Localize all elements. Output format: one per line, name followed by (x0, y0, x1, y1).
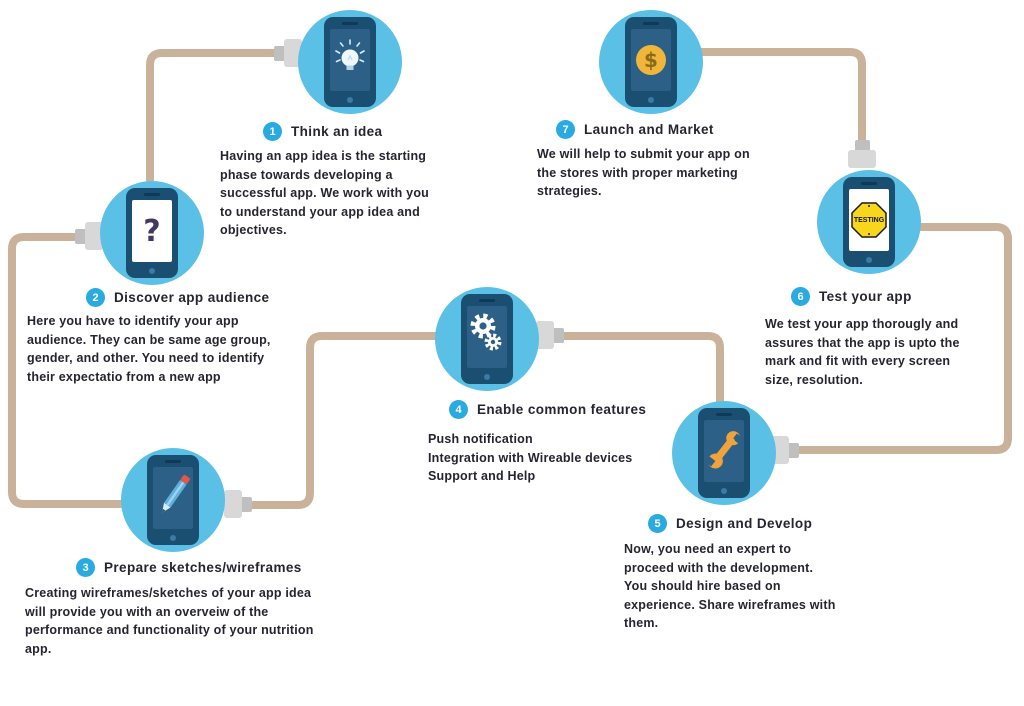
phone-home-button (149, 268, 155, 274)
testing-sign-phone-icon: TESTING (843, 177, 895, 267)
step2-description: Here you have to identify your app audie… (27, 314, 271, 384)
plug-step6 (848, 140, 876, 168)
gears-phone-icon (461, 294, 513, 384)
step3-circle (121, 448, 225, 552)
dollar-coin-phone-icon: $ (625, 17, 677, 107)
phone-home-button (648, 97, 654, 103)
step3-title: Prepare sketches/wireframes (104, 560, 302, 575)
step2-title: Discover app audience (114, 290, 270, 305)
step5-description: Now, you need an expert to proceed with … (624, 542, 836, 630)
phone-speaker (144, 193, 160, 196)
phone-speaker (643, 22, 659, 25)
phone-home-button (170, 535, 176, 541)
cable-plugs (75, 39, 876, 518)
step2-circle: ? (100, 181, 204, 285)
plug-step3 (224, 490, 252, 518)
dollar-sign: $ (644, 48, 658, 72)
step3-number-badge: 3 (76, 558, 95, 577)
dollar-coin-icon: $ (636, 45, 666, 75)
phone-speaker (861, 182, 877, 185)
step6-title: Test your app (819, 289, 912, 304)
step2-number-badge: 2 (86, 288, 105, 307)
lightbulb-phone-icon (324, 17, 376, 107)
step4-number-badge: 4 (449, 400, 468, 419)
step5-number-badge: 5 (648, 514, 667, 533)
plug-step1 (274, 39, 302, 67)
question-mark-phone-icon: ? (126, 188, 178, 278)
step7-number-badge: 7 (556, 120, 575, 139)
question-mark-icon: ? (143, 214, 161, 249)
step7-title: Launch and Market (584, 122, 714, 137)
phone-home-button (347, 97, 353, 103)
step1-number-badge: 1 (263, 122, 282, 141)
step5-title: Design and Develop (676, 516, 813, 531)
phone-home-button (484, 374, 490, 380)
gears-icon (470, 313, 502, 351)
testing-sign-label: TESTING (853, 217, 885, 224)
step1-title: Think an idea (291, 124, 383, 139)
phone-home-button (721, 488, 727, 494)
step4-description: Push notification Integration with Wirea… (428, 432, 633, 483)
lightbulb-icon (335, 39, 365, 70)
testing-octagon-icon (851, 202, 887, 238)
step4-title: Enable common features (477, 402, 647, 417)
cable-2-to-3 (7, 233, 132, 508)
cable-3-to-4 (248, 332, 444, 509)
step6-number-badge: 6 (791, 287, 810, 306)
phone-speaker (165, 460, 181, 463)
step1-circle (298, 10, 402, 114)
step3-description: Creating wireframes/sketches of your app… (25, 586, 314, 656)
step7-circle: $ (599, 10, 703, 114)
pencil-icon (162, 475, 190, 513)
cable-5-to-6 (795, 223, 1012, 454)
phone-speaker (716, 413, 732, 416)
phone-home-button (866, 257, 872, 263)
phone-speaker (342, 22, 358, 25)
step7-description: We will help to submit your app on the s… (537, 147, 750, 198)
step1-description: Having an app idea is the starting phase… (220, 149, 429, 237)
plug-step2 (75, 222, 103, 250)
step6-circle: TESTING (817, 170, 921, 274)
wrench-phone-icon (698, 408, 750, 498)
plug-step4 (536, 321, 564, 349)
phone-speaker (479, 299, 495, 302)
wrench-icon (704, 431, 744, 469)
cable-6-to-7 (700, 48, 866, 144)
step6-description: We test your app thorougly and assures t… (765, 317, 960, 387)
cable-1-to-2 (146, 49, 280, 192)
cable-4-to-5 (560, 332, 724, 410)
pencil-phone-icon (147, 455, 199, 545)
step5-circle (672, 401, 776, 505)
step4-circle (435, 287, 539, 391)
